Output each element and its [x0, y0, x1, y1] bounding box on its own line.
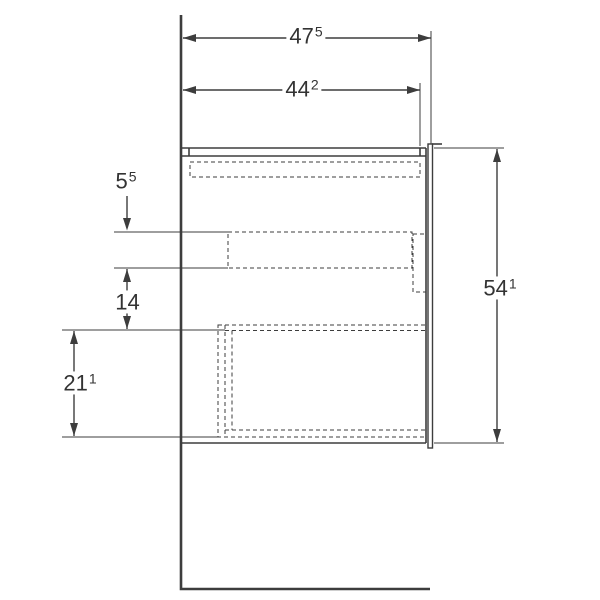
- dim-label-bottom-drawer: 211: [60, 370, 100, 396]
- dim-value-superscript: 1: [508, 275, 517, 292]
- dim-label-height-total: 541: [480, 275, 520, 301]
- top-rail-dashed: [189, 161, 421, 178]
- reference-lines: [62, 31, 504, 444]
- upper-drawer-dashed: [227, 231, 427, 293]
- dim-value: 5: [115, 168, 128, 194]
- lower-drawer-dashed: [217, 324, 427, 438]
- wall-floor-line: [179, 15, 430, 591]
- dim-value-superscript: 5: [314, 23, 323, 40]
- dim-value: 47: [289, 23, 314, 49]
- dim-label-width-total: 475: [286, 23, 326, 49]
- dim-value: 54: [483, 275, 508, 301]
- dim-value-superscript: 2: [310, 76, 319, 93]
- dim-value-superscript: 5: [128, 168, 137, 185]
- dim-value-superscript: 1: [88, 370, 97, 387]
- dim-label-top-offset: 55: [112, 168, 140, 194]
- dim-value: 14: [115, 289, 140, 315]
- front-panel: [427, 143, 434, 449]
- dim-value: 44: [285, 76, 310, 102]
- dim-arrow-top-offset: [123, 196, 131, 231]
- dim-value: 21: [63, 370, 88, 396]
- dim-label-width-carcass: 442: [282, 76, 322, 102]
- dim-label-drawer-spacing: 14: [112, 289, 144, 315]
- cabinet-carcass: [182, 143, 442, 444]
